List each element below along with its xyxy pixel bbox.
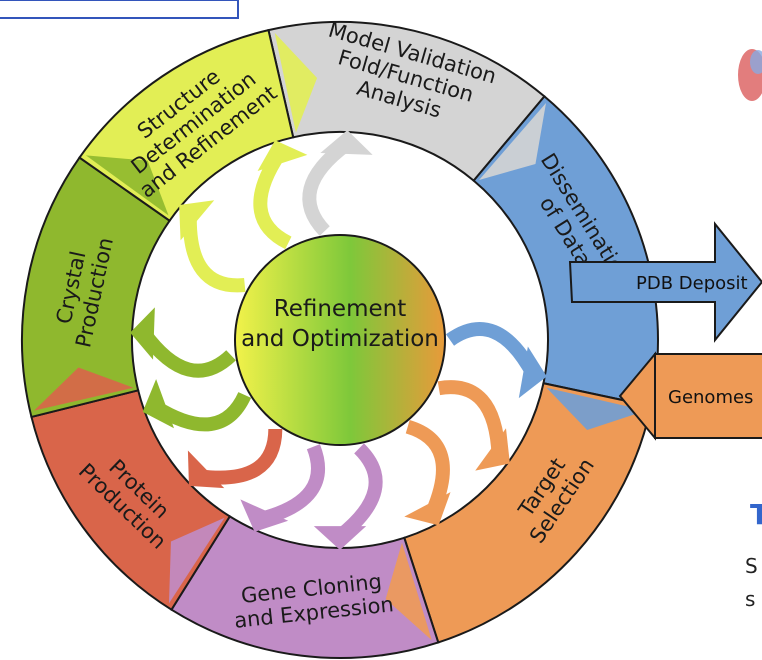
inner-arrow-shaft xyxy=(258,444,325,526)
inner-arrow-shaft xyxy=(335,443,383,542)
pdb-deposit-label: PDB Deposit xyxy=(636,273,748,294)
center-label-line1: Refinement xyxy=(274,296,406,322)
inner-arrow-head xyxy=(130,307,155,360)
inner-arrow-shaft xyxy=(253,149,292,250)
segment-notch-target-selection xyxy=(546,387,646,430)
inner-arrow-shaft xyxy=(152,391,252,432)
genomes-box xyxy=(654,353,762,439)
center-circle xyxy=(234,234,446,446)
genomes-label: Genomes xyxy=(668,387,753,408)
pipeline-ring: Model ValidationFold/FunctionAnalysisDis… xyxy=(21,18,659,659)
inner-arrow-head xyxy=(240,499,289,532)
center-label-line2: and Optimization xyxy=(241,326,439,352)
corner-line1-char: S xyxy=(745,554,758,578)
corner-heading-char: T xyxy=(750,498,762,531)
corner-line2-char: s xyxy=(745,587,755,611)
inner-arrow-head xyxy=(320,130,373,155)
inner-arrow-shaft xyxy=(302,138,352,236)
inner-arrow-head xyxy=(187,450,225,489)
segment-notch-crystal-production xyxy=(34,367,134,411)
inner-arrow-shaft xyxy=(182,213,246,293)
inner-arrow-shaft xyxy=(138,328,236,378)
inner-arrow-shaft xyxy=(405,419,450,516)
inner-arrow-head xyxy=(518,346,547,399)
inner-arrow-head xyxy=(313,526,367,550)
segment-notch-gene-cloning xyxy=(385,542,432,641)
inner-arrow-shaft xyxy=(437,380,506,456)
pdb-deposit-arrow xyxy=(568,221,762,343)
inner-arrow-head xyxy=(179,200,215,241)
segment-notch-model-validation xyxy=(274,32,318,133)
inner-arrow-head xyxy=(404,492,451,526)
genomes-arrow-head xyxy=(618,351,656,441)
segment-notch-dissemination xyxy=(479,103,547,181)
inner-arrow-head xyxy=(142,379,175,429)
frame-border xyxy=(0,0,239,19)
molecule-thumbnail xyxy=(738,49,762,101)
inner-arrow-head xyxy=(475,428,510,471)
inner-arrow-shaft xyxy=(445,322,540,378)
segment-notch-structure-determination xyxy=(85,155,169,216)
inner-arrow-head xyxy=(257,140,308,172)
segment-notch-protein-production xyxy=(168,517,225,604)
inner-arrow-shaft xyxy=(198,428,283,485)
inner-arrows xyxy=(130,130,547,550)
